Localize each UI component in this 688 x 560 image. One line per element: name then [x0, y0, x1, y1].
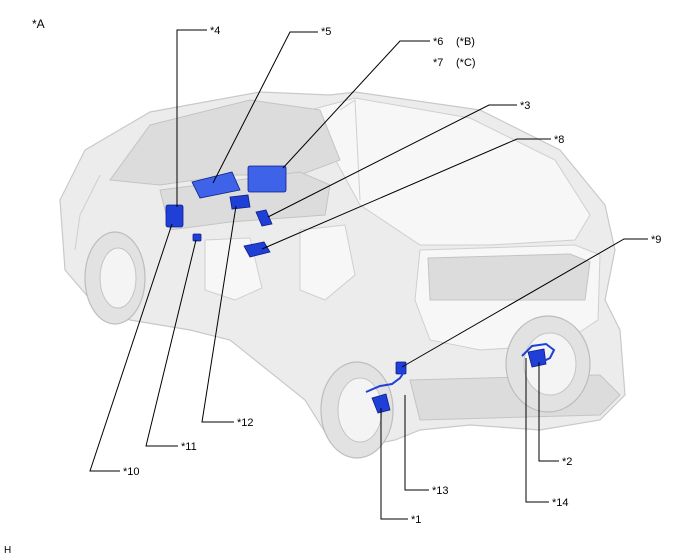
leader-line-1	[380, 408, 408, 520]
front-wheel-rim	[99, 247, 137, 309]
leader-lines	[89, 29, 648, 520]
leader-line-9	[401, 238, 648, 368]
vehicle-seat-row-2	[299, 224, 356, 301]
component-5	[191, 171, 241, 199]
component-11	[192, 233, 202, 242]
vehicle-illustration	[59, 91, 626, 459]
callout-10: *10	[123, 466, 140, 478]
leader-line-8	[261, 138, 551, 250]
component-4	[165, 204, 184, 228]
component-3	[255, 209, 273, 227]
component-1	[371, 393, 391, 414]
callout-4: *4	[210, 25, 220, 37]
leader-line-13	[404, 395, 429, 491]
callout-14: *14	[552, 497, 569, 509]
component-13-harness	[365, 371, 405, 393]
vehicle-windshield	[109, 99, 341, 186]
highlighted-components	[165, 165, 556, 414]
callout-7: *7	[433, 57, 443, 69]
leader-line-3	[267, 104, 517, 218]
leader-line-2	[538, 362, 559, 462]
callout-11: *11	[181, 441, 197, 453]
callout-3: *3	[520, 100, 530, 112]
vehicle-pillar-line	[74, 99, 361, 251]
component-12	[229, 194, 251, 210]
callout-8: *8	[554, 134, 564, 146]
callout-2: *2	[562, 456, 572, 468]
callout-1: *1	[411, 514, 421, 526]
footer-code: H	[4, 545, 11, 556]
callout-6-note: (*B)	[456, 36, 475, 48]
leader-line-4	[176, 29, 207, 207]
leader-line-5	[212, 31, 318, 184]
callout-9: *9	[651, 234, 661, 246]
leader-line-6	[282, 40, 430, 169]
callout-13: *13	[432, 485, 449, 497]
callout-6: *6	[433, 36, 443, 48]
vehicle-roof	[309, 97, 591, 246]
leader-line-10	[89, 223, 173, 472]
component-8	[243, 241, 271, 258]
leader-line-12	[201, 205, 237, 423]
callout-5: *5	[321, 26, 331, 38]
rear-right-wheel-rim	[523, 332, 577, 396]
vehicle-rear-window	[427, 253, 591, 301]
view-label: *A	[32, 17, 45, 31]
callout-labels: *A *4 *5 *6 (*B) *7 (*C) *3 *8 *9 *10 *1…	[4, 17, 661, 556]
leader-line-14	[525, 358, 549, 503]
callout-12: *12	[237, 417, 254, 429]
component-2	[527, 348, 547, 368]
callout-7-note: (*C)	[456, 57, 476, 69]
component-6-7	[247, 165, 287, 193]
leader-line-11	[145, 239, 197, 447]
component-14-harness	[521, 342, 556, 363]
component-9	[395, 361, 407, 375]
